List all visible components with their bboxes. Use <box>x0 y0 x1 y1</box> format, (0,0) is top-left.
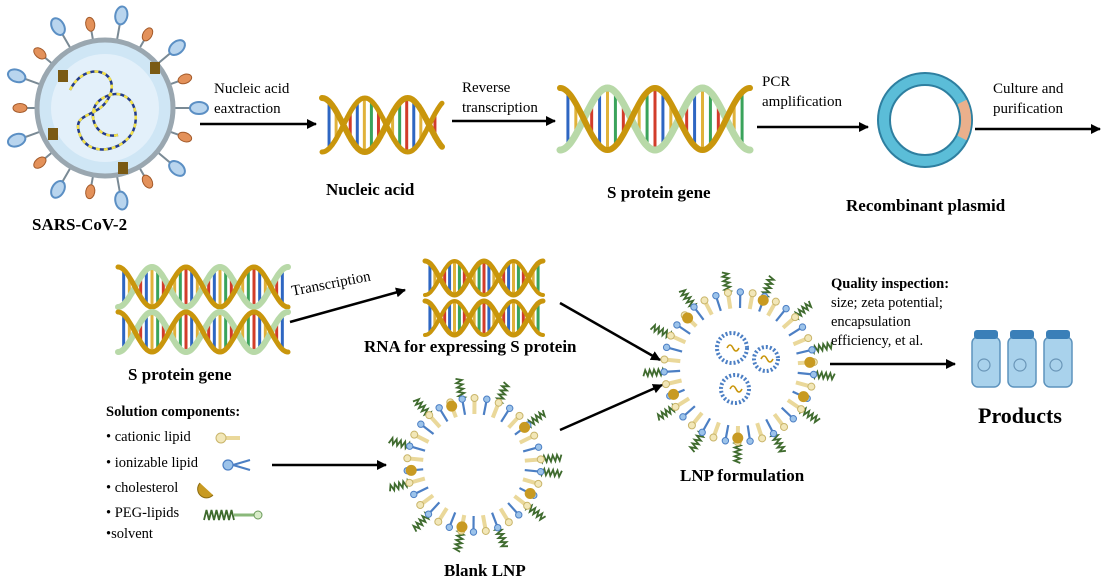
solution-item-solvent: •solvent <box>106 526 153 542</box>
blank-lnp-label: Blank LNP <box>444 561 526 580</box>
solution-item-ionizable: • ionizable lipid <box>106 455 199 471</box>
virus-icon <box>6 5 209 211</box>
bottle-icon <box>971 330 1073 388</box>
step-reverse-transcription-line2: transcription <box>462 100 538 116</box>
arrow-icon <box>200 116 1101 470</box>
lnp-icon <box>387 271 836 553</box>
step-culture-line2: purification <box>993 101 1063 117</box>
recombinant-plasmid-label: Recombinant plasmid <box>846 196 1006 215</box>
s-protein-gene-label-top: S protein gene <box>607 183 711 202</box>
step-extraction-line2: eaxtraction <box>214 101 281 117</box>
solution-item-cholesterol: • cholesterol <box>106 480 179 496</box>
rna-label: RNA for expressing S protein <box>364 337 577 356</box>
nucleic-acid-label: Nucleic acid <box>326 180 415 199</box>
solution-item-peg: • PEG-lipids <box>106 505 180 521</box>
dna-helix-icon <box>115 84 754 356</box>
legend-lipid-icons <box>197 432 263 521</box>
solution-title: Solution components: <box>106 404 241 420</box>
step-pcr-line2: amplification <box>762 94 842 110</box>
virus-label: SARS-CoV-2 <box>32 215 128 234</box>
step-pcr-line1: PCR <box>762 74 791 90</box>
quality-line3: efficiency, et al. <box>831 333 924 349</box>
products-label: Products <box>978 403 1062 428</box>
solution-item-cationic: • cationic lipid <box>106 429 191 445</box>
quality-line1: size; zeta potential; <box>831 295 943 311</box>
quality-title: Quality inspection: <box>831 276 950 292</box>
step-extraction-line1: Nucleic acid <box>214 81 290 97</box>
lnp-formulation-label: LNP formulation <box>680 466 805 485</box>
s-protein-gene-label-bottom: S protein gene <box>128 365 232 384</box>
quality-line2: encapsulation <box>831 314 911 330</box>
step-culture-line1: Culture and <box>993 81 1064 97</box>
step-reverse-transcription-line1: Reverse <box>462 80 511 96</box>
plasmid-icon <box>877 72 973 168</box>
